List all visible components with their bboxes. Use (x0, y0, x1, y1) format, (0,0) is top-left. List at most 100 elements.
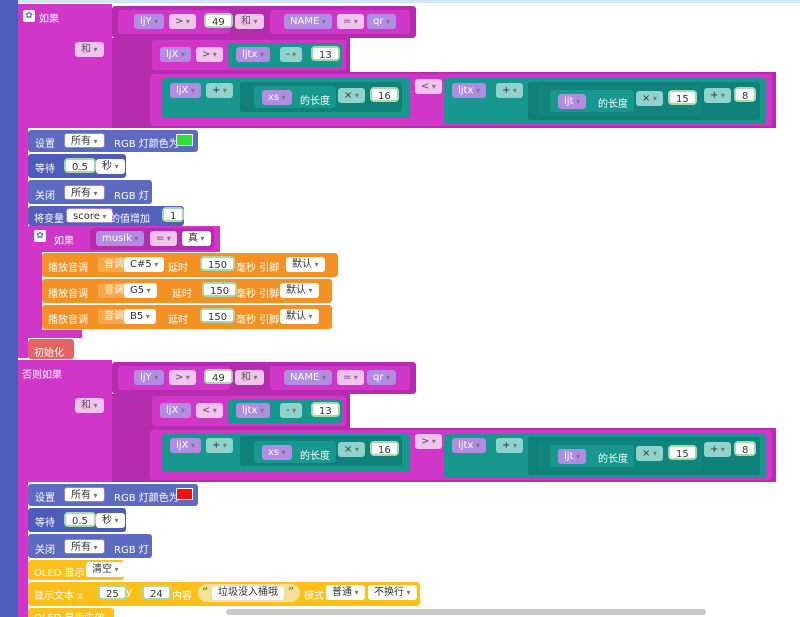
text-x[interactable]: 25 (98, 585, 127, 600)
num-8[interactable]: 8 (734, 87, 757, 102)
num-15[interactable]: 15 (668, 90, 697, 105)
tone-label-field[interactable]: 音调 (98, 257, 130, 272)
tone-label-field[interactable]: 音调 (98, 309, 130, 324)
num-13[interactable]: 13 (311, 46, 340, 61)
text-wrap[interactable]: 不换行 (368, 585, 417, 600)
and-block-outer-2[interactable] (74, 360, 112, 482)
rgb-color-swatch-2[interactable] (176, 488, 193, 500)
op-eq-2[interactable]: = (150, 231, 177, 246)
tone-label-field[interactable]: 音调 (98, 283, 130, 298)
wait-value-2[interactable]: 0.5 (64, 512, 96, 527)
num2-49[interactable]: 49 (204, 369, 233, 384)
text-y[interactable]: 24 (142, 585, 171, 600)
op2-eq[interactable]: = (337, 370, 364, 385)
var-musik[interactable]: musik (96, 231, 145, 246)
var2-ljy[interactable]: ljY (134, 370, 165, 385)
elseif-block-header[interactable] (18, 360, 74, 482)
var2-xs[interactable]: xs (262, 445, 292, 460)
join-and[interactable]: 和 (235, 14, 264, 29)
pin-dropdown[interactable]: 默认 (286, 257, 325, 272)
bool-true[interactable]: 真 (182, 231, 211, 246)
if-block-header[interactable] (18, 4, 74, 128)
op2-mul[interactable]: × (338, 442, 365, 457)
op2-minus[interactable]: - (280, 403, 303, 418)
off-target-2[interactable]: 所有 (64, 539, 105, 554)
op-gt[interactable]: > (169, 14, 196, 29)
num-49[interactable]: 49 (204, 13, 233, 28)
num2-16[interactable]: 16 (370, 441, 399, 456)
var-ljx[interactable]: ljX (160, 47, 191, 62)
var2-name[interactable]: NAME (284, 370, 332, 385)
gear-icon-2[interactable]: ✿ (34, 230, 46, 242)
var-name[interactable]: NAME (284, 14, 332, 29)
tone-dropdown[interactable]: G5 (124, 283, 157, 298)
op-mul-2[interactable]: × (636, 91, 663, 106)
and2-dropdown-1[interactable]: 和 (75, 398, 104, 413)
wait-value[interactable]: 0.5 (64, 158, 96, 173)
op2-mul-2[interactable]: × (636, 446, 663, 461)
op-lt[interactable]: < (415, 79, 442, 94)
horizontal-scrollbar[interactable] (226, 609, 706, 615)
var-qr[interactable]: qr (367, 14, 397, 29)
oled-apply-block[interactable]: OLED 显示生效 (28, 608, 114, 617)
var2-ljt[interactable]: ljt (558, 449, 587, 464)
delay-label: 延时 (168, 315, 188, 326)
text-mode[interactable]: 普通 (326, 585, 365, 600)
inc-var[interactable]: score (66, 208, 114, 223)
op2-lt[interactable]: < (196, 403, 223, 418)
and-dropdown-1[interactable]: 和 (75, 42, 104, 57)
op-plus-3b[interactable]: + (496, 83, 523, 98)
workspace-top-border (0, 0, 800, 3)
var2-ljx-3[interactable]: ljX (170, 438, 201, 453)
wait-unit-2[interactable]: 秒 (96, 513, 125, 528)
pin-dropdown[interactable]: 默认 (280, 283, 319, 298)
set-target-2[interactable]: 所有 (64, 487, 105, 502)
oled-clear-dropdown[interactable]: 清空 (86, 562, 125, 577)
delay-ms[interactable]: 150 (200, 256, 236, 271)
var2-qr[interactable]: qr (367, 370, 397, 385)
op-minus[interactable]: - (280, 47, 303, 62)
rgb-color-swatch[interactable] (176, 134, 193, 146)
num2-15[interactable]: 15 (668, 445, 697, 460)
num2-13[interactable]: 13 (311, 402, 340, 417)
var-xs[interactable]: xs (262, 90, 292, 105)
tone-dropdown[interactable]: B5 (124, 309, 156, 324)
op2-gt-cmp[interactable]: > (415, 434, 442, 449)
text-content[interactable]: 垃圾没入桶哦 (212, 586, 284, 600)
init-block[interactable] (28, 339, 74, 359)
var2-ljtx[interactable]: ljtx (236, 403, 270, 418)
op-gt-2[interactable]: > (196, 47, 223, 62)
num-16[interactable]: 16 (370, 87, 399, 102)
var-ljtx[interactable]: ljtx (236, 47, 270, 62)
op2-gt[interactable]: > (169, 370, 196, 385)
join2-and[interactable]: 和 (235, 370, 264, 385)
var-ljx-3[interactable]: ljX (170, 83, 201, 98)
var-ljtx-3[interactable]: ljtx (452, 83, 486, 98)
inc-number[interactable]: 1 (162, 207, 185, 222)
op-eq[interactable]: = (337, 14, 364, 29)
var-ljy[interactable]: ljY (134, 14, 165, 29)
op-plus-3[interactable]: + (206, 83, 233, 98)
pin-dropdown[interactable]: 默认 (280, 309, 319, 324)
num2-8[interactable]: 8 (734, 441, 757, 456)
delay-ms[interactable]: 150 (200, 308, 236, 323)
var2-ljtx-3[interactable]: ljtx (452, 438, 486, 453)
op2-plus-final[interactable]: + (704, 442, 731, 457)
op2-plus-3b[interactable]: + (496, 438, 523, 453)
delay-ms[interactable]: 150 (202, 282, 238, 297)
tone-dropdown[interactable]: C#5 (124, 257, 165, 272)
var-ljt[interactable]: ljt (558, 94, 587, 109)
text-content-wrap[interactable]: “ 垃圾没入桶哦 ” (198, 584, 300, 602)
op-mul[interactable]: × (338, 88, 365, 103)
op-plus-final[interactable]: + (704, 88, 731, 103)
op2-plus-3[interactable]: + (206, 438, 233, 453)
set-target[interactable]: 所有 (64, 133, 105, 148)
gear-icon[interactable]: ✿ (23, 10, 35, 22)
and-block-outer[interactable] (74, 4, 112, 128)
off-target[interactable]: 所有 (64, 185, 105, 200)
wait-unit[interactable]: 秒 (96, 159, 125, 174)
var2-ljx[interactable]: ljX (160, 403, 191, 418)
